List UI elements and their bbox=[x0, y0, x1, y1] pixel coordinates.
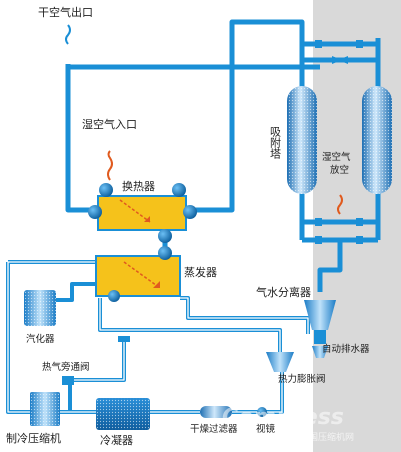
condenser bbox=[96, 398, 150, 430]
air-piping bbox=[65, 19, 381, 292]
dryer-filter bbox=[200, 406, 232, 418]
evaporator bbox=[95, 246, 181, 302]
check-valve-icon bbox=[338, 56, 348, 64]
valve-icon bbox=[315, 40, 322, 48]
wet-air-vent-label-1: 湿空气 bbox=[322, 151, 351, 163]
auto-drain-icon bbox=[312, 346, 328, 358]
watermark-subtitle: 中国压缩机网 bbox=[300, 431, 354, 443]
auto-drain-label: 自动排水器 bbox=[322, 343, 370, 355]
sight-glass bbox=[257, 407, 267, 417]
compressor-label: 制冷压缩机 bbox=[6, 431, 61, 445]
compressor bbox=[30, 392, 60, 426]
tower-valves bbox=[315, 40, 363, 244]
valve-icon bbox=[315, 218, 322, 226]
condenser-label: 冷凝器 bbox=[100, 433, 133, 447]
heat-exchanger bbox=[88, 183, 197, 243]
vent-steam-icon bbox=[337, 194, 343, 215]
water-separator-label: 气水分离器 bbox=[256, 285, 311, 299]
refrigerant-piping bbox=[6, 260, 310, 414]
hot-gas-bypass-valve bbox=[62, 336, 130, 385]
expansion-valve bbox=[266, 352, 294, 372]
expansion-valve-label: 热力膨胀阀 bbox=[278, 373, 326, 385]
heat-exchanger-label: 换热器 bbox=[122, 179, 155, 193]
dry-air-outlet-icon bbox=[65, 24, 71, 45]
valve-icon bbox=[315, 236, 322, 244]
adsorption-towers bbox=[287, 86, 392, 194]
valve-icon bbox=[356, 218, 363, 226]
wet-air-inlet-label: 湿空气入口 bbox=[82, 117, 137, 131]
dryer-filter-label: 干燥过滤器 bbox=[190, 423, 238, 435]
valve-icon bbox=[356, 40, 363, 48]
sight-glass-label: 视镜 bbox=[256, 423, 276, 435]
watermark: Comrpess bbox=[222, 405, 344, 430]
wet-air-vent-label-2: 放空 bbox=[330, 164, 349, 176]
vaporizer bbox=[24, 290, 56, 326]
vaporizer-label: 汽化器 bbox=[26, 333, 55, 345]
water-separator bbox=[304, 300, 336, 358]
check-valve-icon bbox=[332, 56, 342, 64]
dry-air-outlet-label: 干空气出口 bbox=[38, 5, 93, 19]
evaporator-label: 蒸发器 bbox=[184, 265, 217, 279]
adsorption-tower-label: 吸附塔 bbox=[269, 126, 282, 160]
wet-air-inlet-icon bbox=[107, 150, 113, 181]
valve-icon bbox=[356, 236, 363, 244]
hot-gas-bypass-valve-label: 热气旁通阀 bbox=[42, 361, 90, 373]
